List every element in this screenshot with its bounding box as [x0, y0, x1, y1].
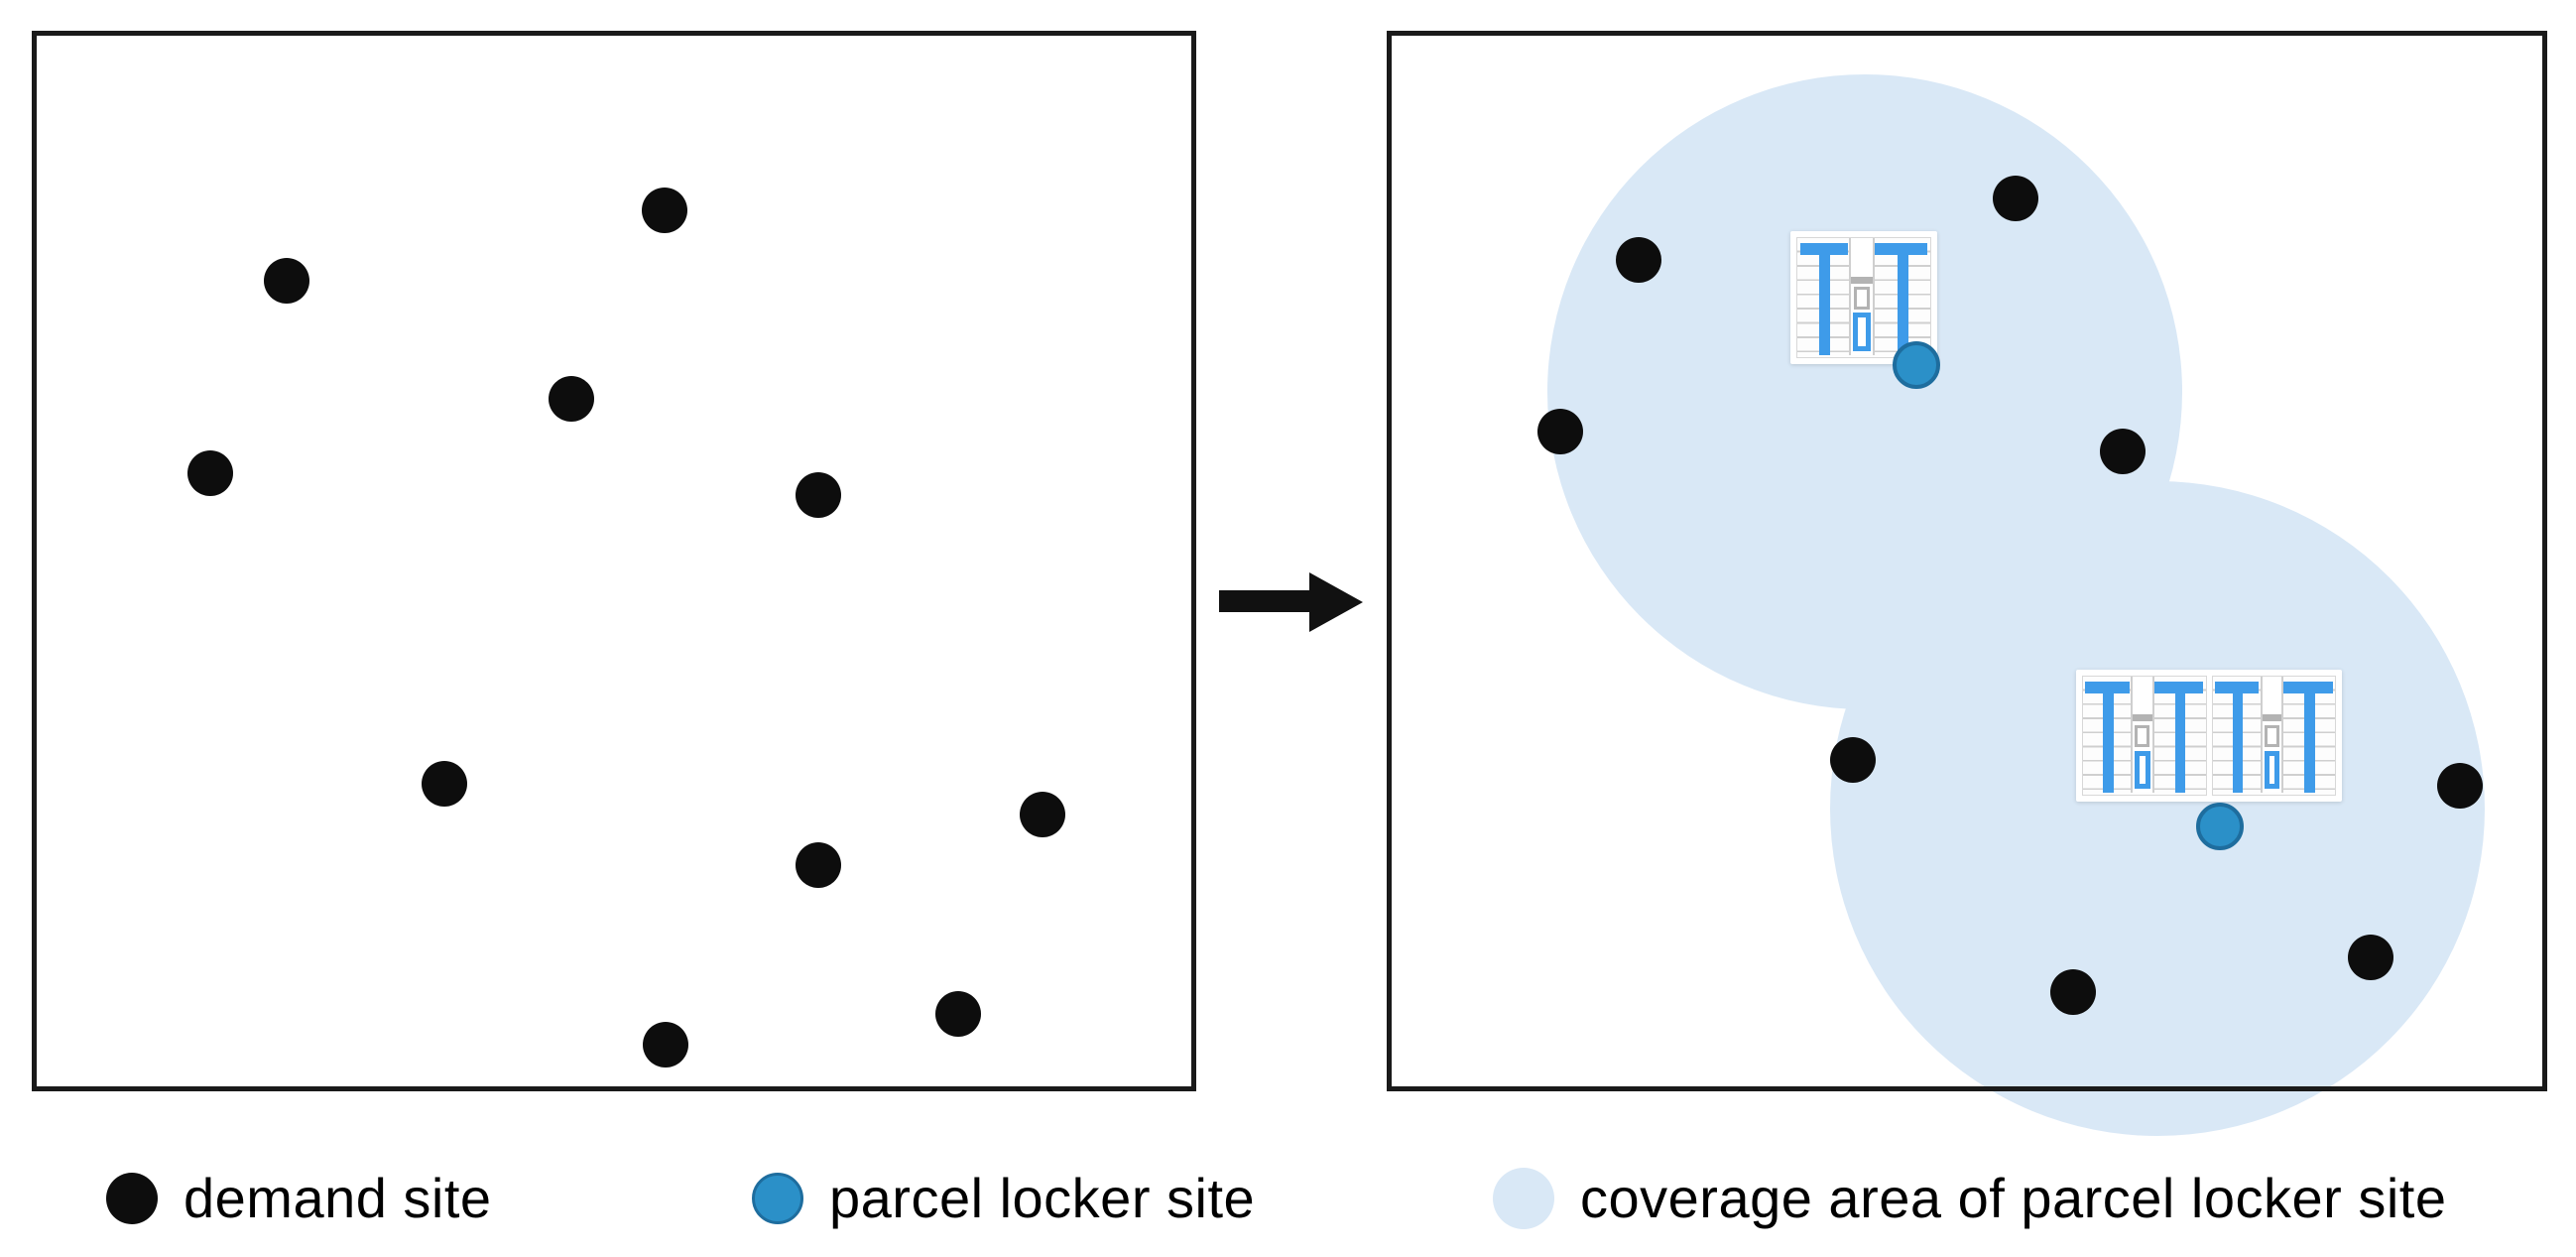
parcel-locker-site-dot [1893, 341, 1940, 389]
locker-blue-stripe [2304, 682, 2315, 793]
legend-label-coverage-area: coverage area of parcel locker site [1580, 1167, 2447, 1229]
demand-site-dot [935, 991, 981, 1037]
parcel-locker-icon [2076, 670, 2342, 802]
demand-site-dot [1537, 409, 1583, 454]
locker-divider [2262, 714, 2282, 722]
before-panel [32, 31, 1196, 1091]
demand-site-dot [187, 450, 233, 496]
locker-center-column [2131, 677, 2154, 793]
parcel-locker-icon [1790, 231, 1937, 364]
locker-door [2135, 750, 2150, 790]
locker-door [2264, 750, 2280, 790]
locker-center-column [1849, 238, 1875, 355]
demand-site-dot [796, 842, 841, 888]
legend-item-coverage-area: coverage area of parcel locker site [1493, 1151, 2447, 1245]
locker-blue-stripe [2232, 682, 2244, 793]
demand-site-dot [264, 258, 309, 304]
locker-divider [1851, 276, 1873, 284]
parcel-locker-site-swatch-icon [752, 1172, 803, 1224]
demand-site-dot [796, 472, 841, 518]
locker-screen [1853, 287, 1871, 310]
locker-door [1853, 313, 1871, 352]
locker-screen [2135, 724, 2150, 748]
demand-site-dot [643, 1022, 688, 1068]
locker-blue-stripe [1819, 243, 1831, 355]
locker-cabinet [1796, 237, 1931, 358]
coverage-area-swatch-icon [1493, 1167, 1554, 1229]
legend-label-parcel-locker-site: parcel locker site [829, 1167, 1256, 1229]
demand-site-dot [2437, 763, 2483, 809]
demand-site-dot [2050, 969, 2096, 1015]
locker-center-column [2260, 677, 2284, 793]
locker-cabinet [2211, 676, 2336, 796]
demand-site-dot [1830, 737, 1876, 783]
demand-site-swatch-icon [106, 1172, 158, 1224]
demand-site-dot [1993, 176, 2038, 221]
coverage-area-circle [1830, 481, 2485, 1136]
legend-item-demand-site: demand site [106, 1151, 492, 1245]
demand-site-dot [422, 761, 467, 807]
transform-arrow-head [1309, 572, 1363, 632]
legend-label-demand-site: demand site [184, 1167, 492, 1229]
locker-screen [2264, 724, 2279, 748]
transform-arrow-shaft [1219, 590, 1311, 612]
locker-blue-stripe [2174, 682, 2186, 793]
parcel-locker-site-dot [2196, 803, 2244, 850]
locker-blue-stripe [2103, 682, 2114, 793]
locker-blue-stripe [1897, 243, 1908, 355]
locker-divider [2133, 714, 2152, 722]
demand-site-dot [1616, 237, 1661, 283]
demand-site-dot [549, 376, 594, 422]
demand-site-dot [2348, 935, 2393, 980]
demand-site-dot [642, 188, 687, 233]
demand-site-dot [1020, 792, 1065, 837]
legend: demand site parcel locker site coverage … [0, 1151, 2576, 1245]
legend-item-parcel-locker-site: parcel locker site [752, 1151, 1255, 1245]
locker-cabinet [2082, 676, 2207, 796]
demand-site-dot [2100, 429, 2146, 474]
